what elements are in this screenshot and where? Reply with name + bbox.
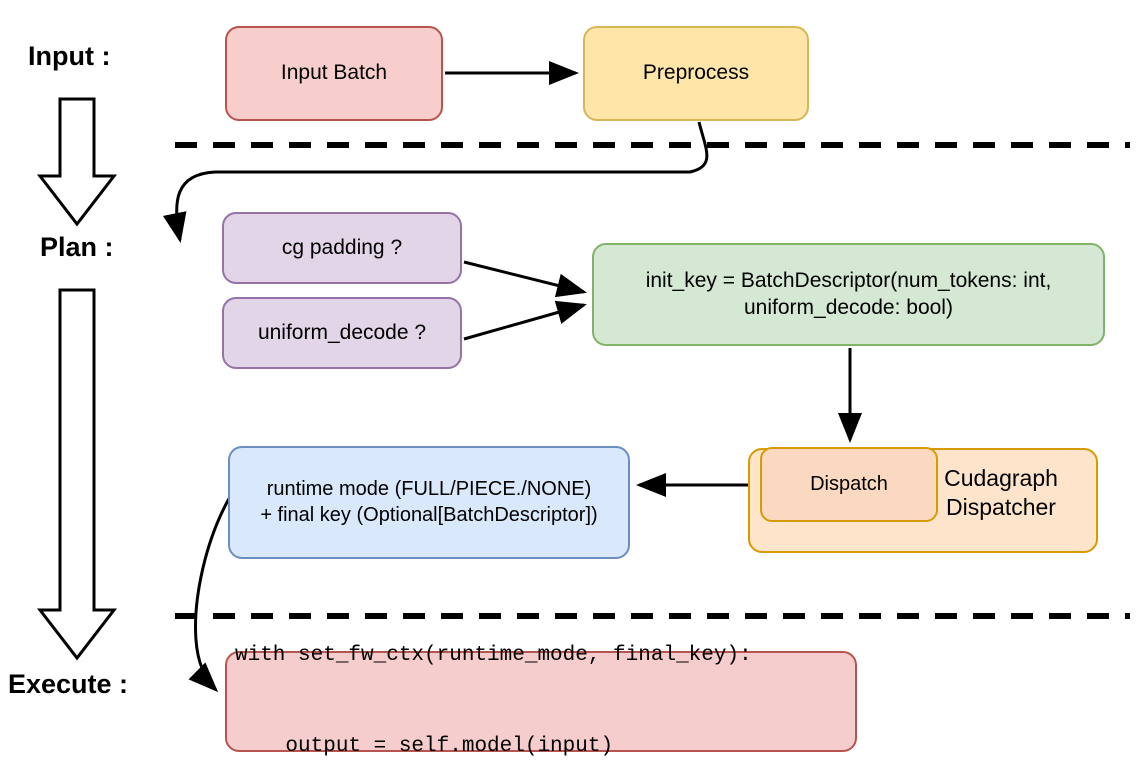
node-runtime-mode-line1: runtime mode (FULL/PIECE./NONE) xyxy=(266,477,592,500)
input-to-plan-block-arrow xyxy=(36,97,118,227)
stage-label-input: Input : xyxy=(28,41,111,71)
node-preprocess[interactable]: Preprocess xyxy=(583,26,809,121)
node-cudagraph-dispatcher-line2: Dispatcher xyxy=(946,494,1056,521)
node-cudagraph-dispatcher-label: Cudagraph Dispatcher xyxy=(926,464,1076,523)
node-cudagraph-dispatcher-line1: Cudagraph xyxy=(944,465,1058,491)
node-init-key-label: init_key = BatchDescriptor(num_tokens: i… xyxy=(646,268,1052,322)
node-uniform-decode-label: uniform_decode ? xyxy=(257,320,427,344)
node-cg-padding[interactable]: cg padding ? xyxy=(222,212,462,284)
edge-cg-padding-to-init-key xyxy=(463,260,587,298)
node-execute-code-line1: with set_fw_ctx(runtime_mode, final_key)… xyxy=(235,643,752,667)
node-execute-code-line2: output = self.model(input) xyxy=(235,734,614,758)
plan-to-execute-block-arrow xyxy=(36,288,118,661)
node-cg-padding-label: cg padding ? xyxy=(281,235,403,259)
node-preprocess-label: Preprocess xyxy=(642,61,750,85)
node-init-key[interactable]: init_key = BatchDescriptor(num_tokens: i… xyxy=(592,243,1105,346)
stage-label-plan: Plan : xyxy=(40,232,114,262)
node-input-batch-label: Input Batch xyxy=(280,61,388,85)
node-execute-code[interactable]: with set_fw_ctx(runtime_mode, final_key)… xyxy=(225,644,857,758)
node-init-key-line1: init_key = BatchDescriptor(num_tokens: i… xyxy=(645,268,1052,292)
node-runtime-mode-line2: + final key (Optional[BatchDescriptor]) xyxy=(260,503,598,526)
node-input-batch[interactable]: Input Batch xyxy=(225,26,443,121)
node-dispatch-label: Dispatch xyxy=(810,472,888,495)
node-runtime-mode[interactable]: runtime mode (FULL/PIECE./NONE) + final … xyxy=(228,446,630,559)
node-runtime-mode-label: runtime mode (FULL/PIECE./NONE) + final … xyxy=(260,477,597,528)
node-dispatch[interactable]: Dispatch xyxy=(760,447,938,522)
node-init-key-line2: uniform_decode: bool) xyxy=(744,295,953,319)
edge-uniform-decode-to-init-key xyxy=(463,300,587,341)
stage-label-execute: Execute : xyxy=(8,669,129,699)
node-execute-code-label: with set_fw_ctx(runtime_mode, final_key)… xyxy=(235,580,752,770)
node-uniform-decode[interactable]: uniform_decode ? xyxy=(222,297,462,369)
